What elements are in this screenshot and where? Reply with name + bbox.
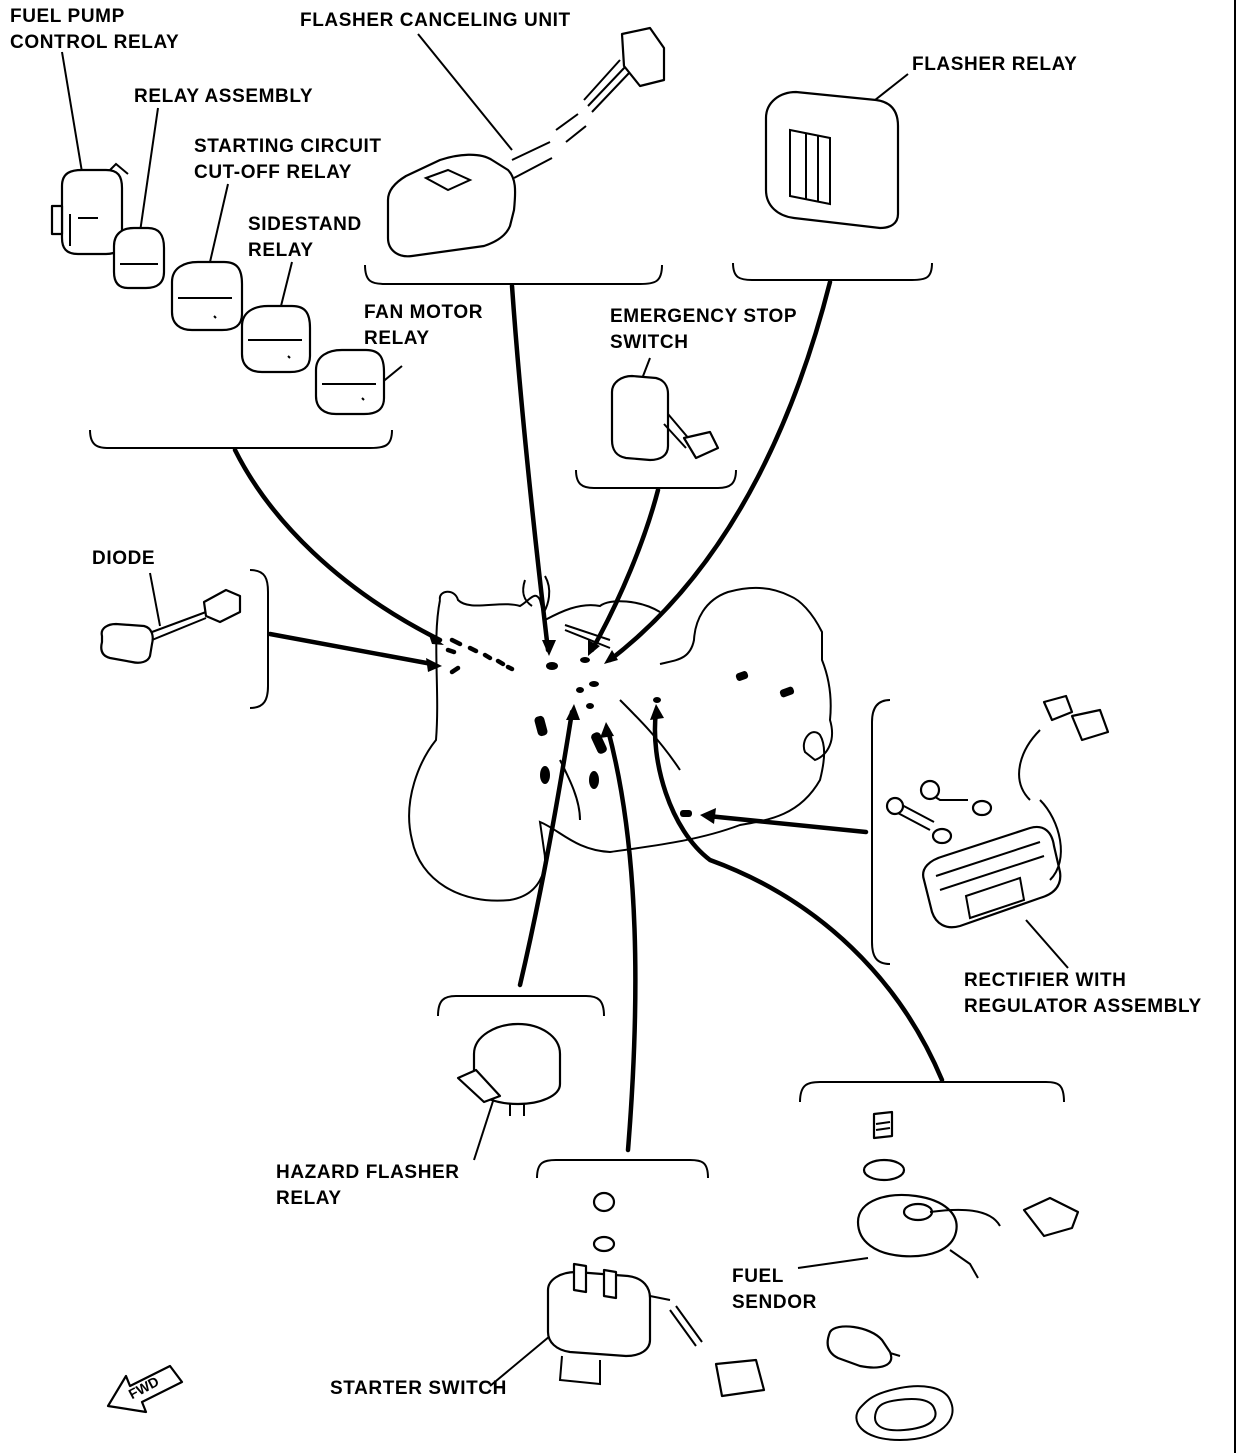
flasher-relay-label: FLASHER RELAY: [912, 54, 1078, 75]
grouping-brackets: [89, 262, 1065, 1179]
fuel-sendor-drawing: [826, 1110, 1080, 1442]
page-border-line: [1234, 0, 1236, 1453]
emergency-stop-switch-label: EMERGENCY STOP SWITCH: [610, 306, 798, 353]
fuel-pump-control-relay-label: FUEL PUMP CONTROL RELAY: [10, 6, 180, 53]
starter-switch-drawing: [546, 1191, 766, 1398]
fan-motor-relay-drawing: [314, 348, 386, 416]
hazard-flasher-relay-label: HAZARD FLASHER RELAY: [276, 1162, 460, 1209]
sidestand-relay-label: SIDESTAND RELAY: [248, 214, 362, 261]
starting-circuit-cut-off-relay-label: STARTING CIRCUIT CUT-OFF RELAY: [194, 136, 382, 183]
connector-lines: [232, 279, 945, 1153]
starting-circuit-cut-off-relay-drawing: [170, 260, 244, 332]
rectifier-regulator-drawing: [885, 694, 1110, 929]
relay-assembly-label: RELAY ASSEMBLY: [134, 86, 314, 107]
flasher-canceling-unit-label: FLASHER CANCELING UNIT: [300, 10, 571, 31]
leader-lines: [61, 33, 1069, 1387]
flasher-relay-drawing: [764, 90, 900, 230]
diode-label: DIODE: [92, 548, 156, 569]
fan-motor-relay-label: FAN MOTOR RELAY: [364, 302, 484, 349]
starter-switch-label: STARTER SWITCH: [330, 1378, 507, 1399]
fuel-sendor-label: FUEL SENDOR: [732, 1266, 817, 1313]
mounting-point-markers: [445, 637, 795, 817]
diode-drawing: [100, 588, 242, 664]
hazard-flasher-relay-drawing: [456, 1022, 562, 1116]
relay-assembly-drawing: [112, 226, 166, 290]
motorcycle-frame-outline: [408, 575, 834, 902]
rectifier-with-regulator-label: RECTIFIER WITH REGULATOR ASSEMBLY: [964, 970, 1202, 1017]
flasher-canceling-unit-drawing: [386, 26, 666, 258]
forward-arrow-icon: FWD: [106, 1364, 184, 1414]
emergency-stop-switch-drawing: [610, 374, 720, 462]
sidestand-relay-drawing: [240, 304, 312, 374]
